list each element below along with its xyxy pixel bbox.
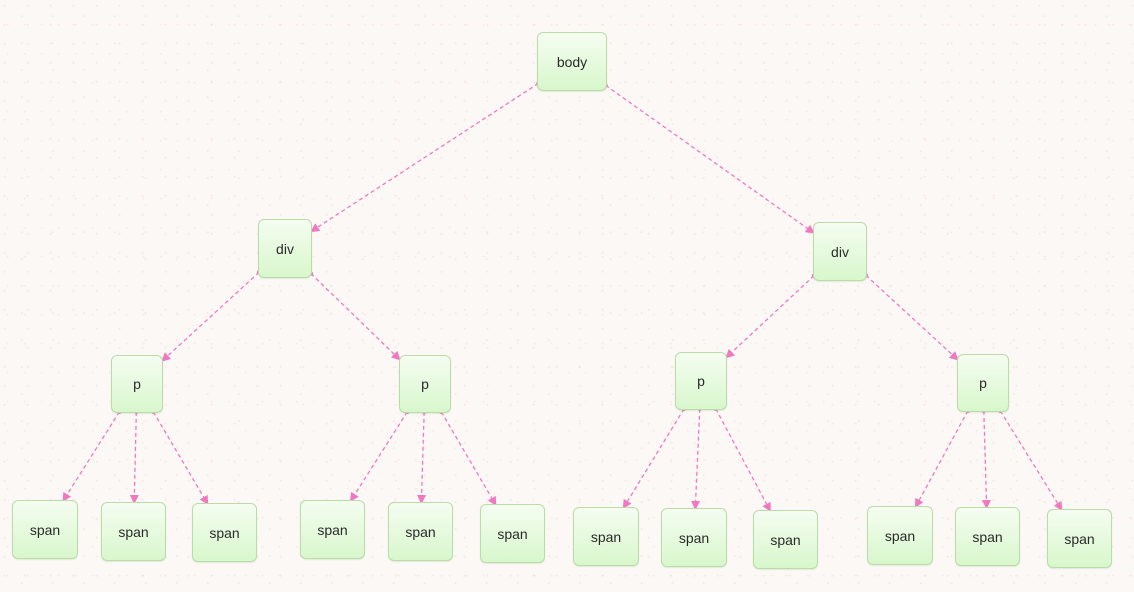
node-label: span	[972, 528, 1003, 545]
node-label: span	[317, 521, 348, 538]
node-label: span	[209, 524, 240, 541]
node-p[interactable]: p	[675, 352, 727, 410]
node-p[interactable]: p	[957, 354, 1009, 412]
node-span[interactable]: span	[300, 500, 365, 559]
node-label: span	[884, 527, 916, 544]
node-div-left[interactable]: div	[258, 219, 312, 278]
edge-div-right-to-p-4	[865, 274, 959, 361]
node-span[interactable]: span	[753, 510, 818, 569]
node-div-right[interactable]: div	[813, 222, 867, 281]
edge-p-2-to-span-4	[349, 411, 408, 502]
node-span[interactable]: span	[192, 503, 257, 562]
node-span[interactable]: span	[573, 507, 639, 566]
edge-div-left-to-p-1	[161, 271, 260, 362]
edge-p-4-to-span-12	[999, 410, 1063, 511]
edge-p-3-to-span-9	[715, 408, 771, 512]
node-label: span	[497, 525, 528, 542]
edge-div-right-to-p-3	[725, 275, 815, 359]
node-body[interactable]: body	[537, 32, 607, 91]
node-label: span	[590, 528, 622, 545]
node-label: p	[421, 376, 429, 392]
node-p[interactable]: p	[399, 355, 451, 413]
edge-p-1-to-span-3	[152, 411, 209, 505]
node-span[interactable]: span	[101, 502, 166, 561]
node-span[interactable]: span	[867, 506, 933, 565]
edge-p-3-to-span-7	[622, 408, 685, 509]
edge-body-to-div-right	[605, 84, 815, 234]
edge-p-1-to-span-2	[129, 411, 139, 505]
edge-p-2-to-span-6	[440, 411, 497, 506]
edge-div-left-to-p-2	[310, 273, 401, 361]
node-label: div	[831, 243, 849, 260]
node-label: span	[29, 521, 61, 538]
node-span[interactable]: span	[480, 504, 545, 563]
edge-p-4-to-span-10	[914, 410, 969, 508]
edge-body-to-div-left	[310, 82, 539, 233]
node-label: body	[556, 53, 588, 70]
edge-p-1-to-span-1	[62, 411, 120, 502]
node-label: span	[118, 523, 149, 540]
node-span[interactable]: span	[1047, 509, 1112, 568]
edge-p-3-to-span-8	[691, 408, 701, 511]
node-p[interactable]: p	[111, 355, 163, 413]
edge-p-2-to-span-5	[417, 411, 427, 505]
node-span[interactable]: span	[955, 507, 1020, 566]
node-label: span	[405, 523, 436, 540]
node-span[interactable]: span	[661, 508, 727, 567]
node-label: div	[276, 240, 294, 257]
edge-p-4-to-span-11	[981, 410, 991, 510]
node-span[interactable]: span	[12, 500, 78, 559]
node-label: p	[133, 376, 141, 392]
node-label: span	[770, 531, 801, 548]
node-label: p	[697, 373, 705, 389]
node-span[interactable]: span	[388, 502, 453, 561]
node-label: span	[678, 529, 710, 546]
node-label: p	[979, 375, 987, 391]
node-label: span	[1064, 530, 1095, 547]
